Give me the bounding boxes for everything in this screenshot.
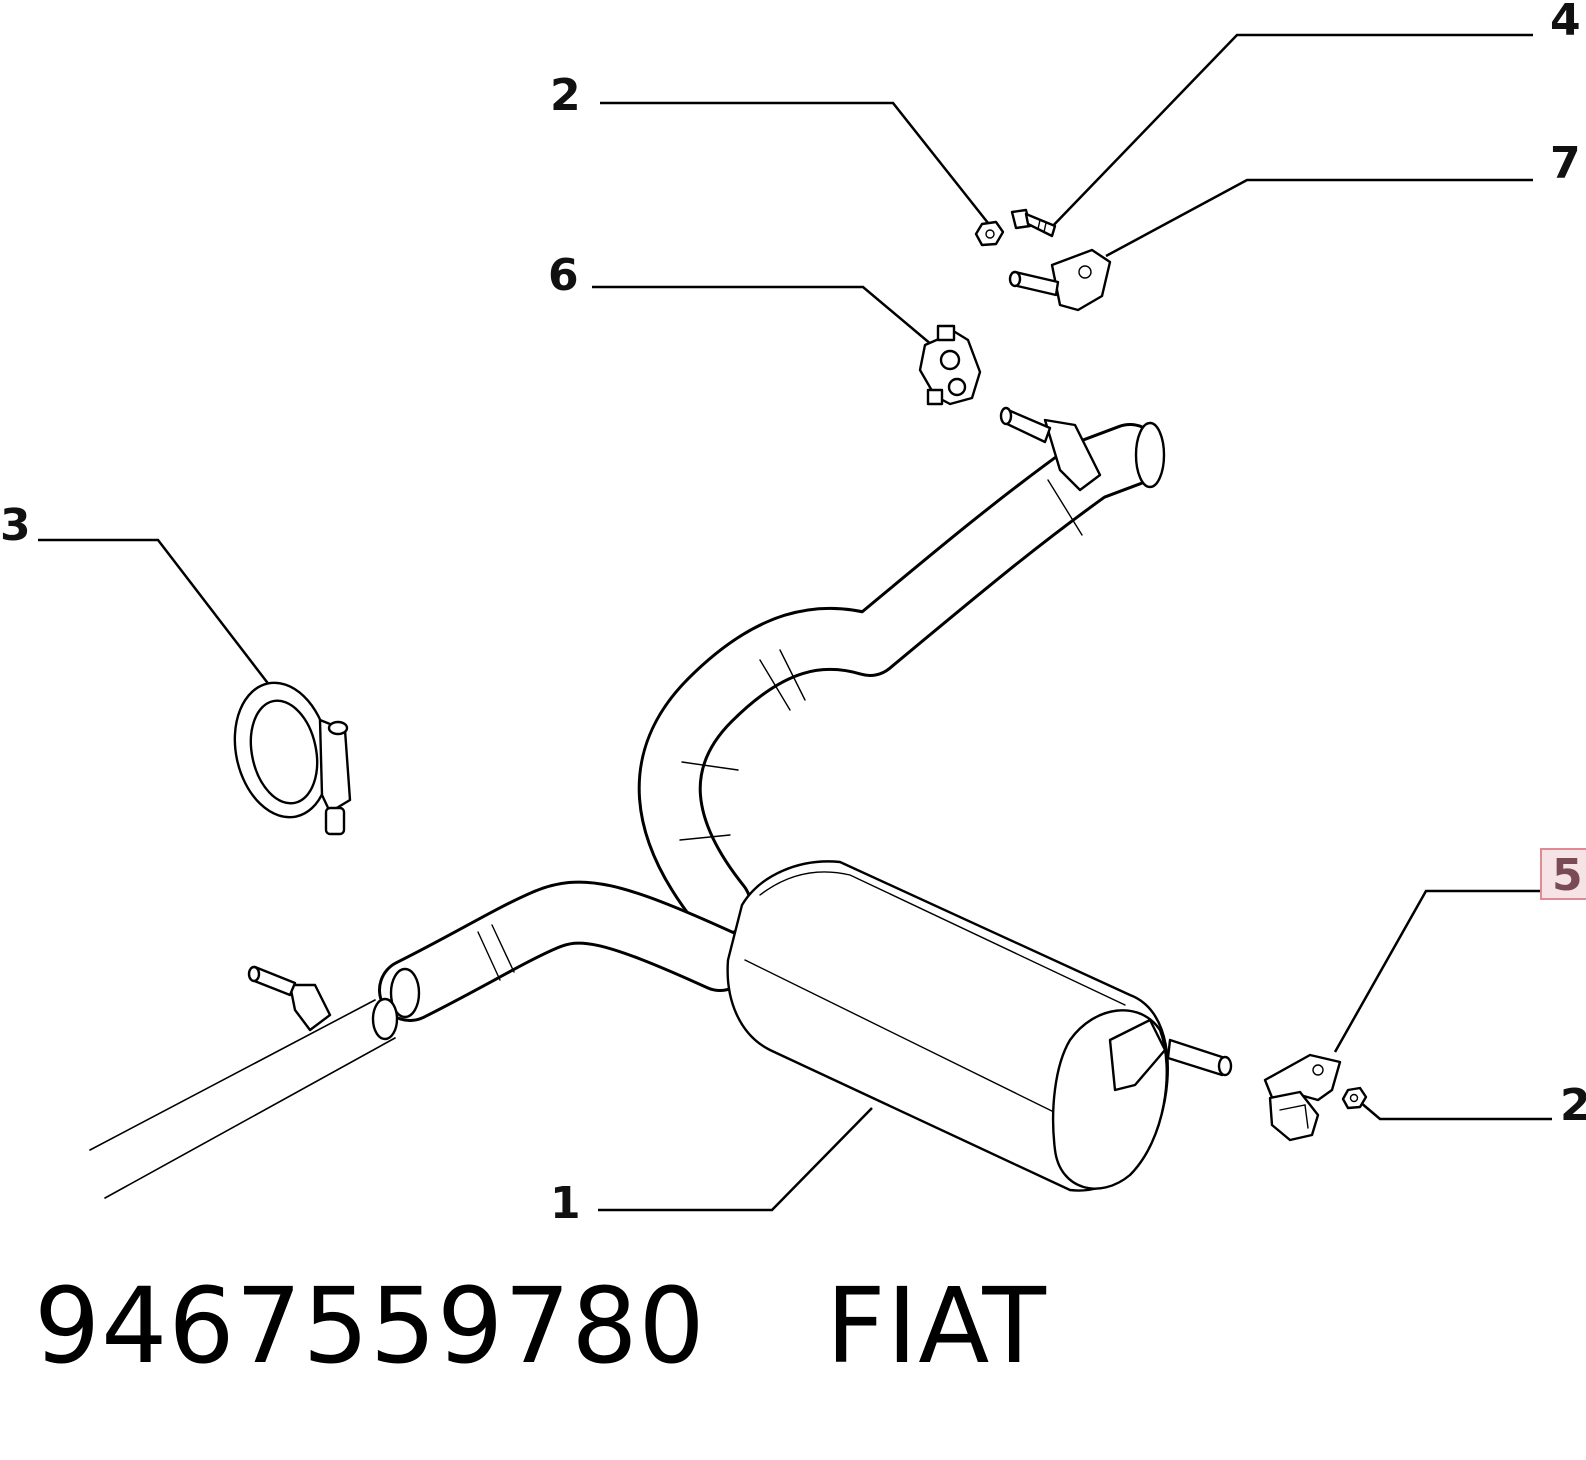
pipe-upper-end bbox=[1134, 421, 1166, 489]
callout-5[interactable]: 5 bbox=[1552, 850, 1583, 901]
part-6-rubber-hanger bbox=[918, 324, 982, 406]
part-1-rear-muffler-assembly bbox=[378, 406, 1233, 1192]
rear-hanger-pin-tip bbox=[1217, 1055, 1233, 1077]
leader-line-2-bottom bbox=[1359, 1101, 1552, 1121]
leader-line-1 bbox=[598, 1107, 873, 1212]
part-3-clamp bbox=[233, 681, 352, 836]
diagram-caption: 9467559780 FIAT bbox=[34, 1265, 1047, 1395]
nut-hex-top bbox=[974, 220, 1005, 247]
leader-line-5 bbox=[1333, 889, 1541, 1053]
part-4-bolt bbox=[1010, 208, 1057, 238]
front-pipe-edge-bottom bbox=[104, 1037, 396, 1199]
callout-6: 6 bbox=[548, 250, 579, 301]
callout-2-top: 2 bbox=[550, 70, 581, 121]
brand-name: FIAT bbox=[825, 1265, 1047, 1387]
part-2-nut-bottom bbox=[1341, 1086, 1368, 1110]
muffler-seam-top bbox=[759, 871, 1126, 1006]
bracket-plate bbox=[1050, 248, 1112, 312]
part-number: 9467559780 bbox=[34, 1265, 706, 1387]
muffler-seam-bottom bbox=[744, 959, 1061, 1116]
bolt-thread bbox=[1043, 222, 1047, 233]
pipe-upper-hanger-bracket bbox=[1043, 418, 1102, 492]
hanger-bottom-tab bbox=[926, 388, 944, 406]
leader-line-3 bbox=[38, 538, 271, 687]
rear-bracket-hole bbox=[1312, 1064, 1324, 1076]
clamp-bolt-top bbox=[327, 720, 349, 736]
hanger-hole-upper bbox=[939, 349, 961, 371]
callout-1: 1 bbox=[550, 1178, 581, 1229]
bracket-hole bbox=[1078, 265, 1092, 279]
callout-3: 3 bbox=[0, 500, 31, 551]
pipe-ring bbox=[759, 659, 791, 711]
hanger-top-tab bbox=[936, 324, 956, 342]
bolt-thread bbox=[1037, 219, 1041, 230]
leader-line-4 bbox=[1046, 33, 1533, 233]
pipe-main-fill bbox=[640, 426, 1159, 934]
front-hanger-pin-tip bbox=[247, 965, 261, 983]
part-2-nut-top bbox=[974, 220, 1005, 247]
pipe-ring bbox=[679, 834, 731, 841]
pipe-ring bbox=[1047, 479, 1083, 536]
clamp-bolt-head bbox=[324, 806, 346, 836]
callout-4: 4 bbox=[1550, 0, 1581, 46]
bolt-shank bbox=[1024, 212, 1057, 238]
pipe-ring bbox=[491, 924, 515, 973]
callout-5-highlight-box bbox=[1540, 848, 1586, 900]
leader-line-7 bbox=[1105, 178, 1533, 258]
callout-labels: 2 4 7 6 3 5 2 1 bbox=[0, 0, 1586, 1229]
muffler-rear-hanger-pin bbox=[1166, 1038, 1227, 1077]
front-pipe-hanger-bracket bbox=[288, 983, 332, 1032]
clamp-inner-ring bbox=[249, 699, 319, 805]
leader-line-6 bbox=[592, 285, 933, 346]
leader-line-2-top bbox=[600, 101, 993, 229]
pipe-ring bbox=[779, 649, 806, 701]
bracket-pin-tip bbox=[1008, 270, 1022, 288]
front-pipe-edge-top bbox=[89, 999, 376, 1151]
rear-bracket-rib bbox=[1279, 1104, 1309, 1129]
part-7-bracket bbox=[1008, 248, 1112, 312]
pipe-ring bbox=[681, 761, 739, 771]
callout-2-bottom: 2 bbox=[1560, 1080, 1586, 1131]
muffler-rear-bracket bbox=[1108, 1018, 1167, 1092]
front-pipe-end bbox=[371, 997, 399, 1041]
front-pipe-context bbox=[89, 965, 399, 1199]
rear-bracket-body[interactable] bbox=[1268, 1090, 1320, 1142]
hanger-hole-lower bbox=[947, 377, 967, 397]
upper-hanger-pin-tip bbox=[999, 406, 1013, 426]
leader-lines bbox=[38, 33, 1552, 1212]
part-5-rear-bracket[interactable] bbox=[1263, 1053, 1342, 1142]
nut-hex-bottom bbox=[1341, 1086, 1368, 1110]
pipe-ring bbox=[477, 931, 501, 981]
callout-7: 7 bbox=[1550, 138, 1581, 189]
nut-hole-bottom bbox=[1349, 1093, 1359, 1103]
inlet-pipe-fill bbox=[381, 883, 749, 1019]
nut-hole-top bbox=[985, 229, 995, 239]
inlet-pipe-end bbox=[389, 967, 421, 1019]
